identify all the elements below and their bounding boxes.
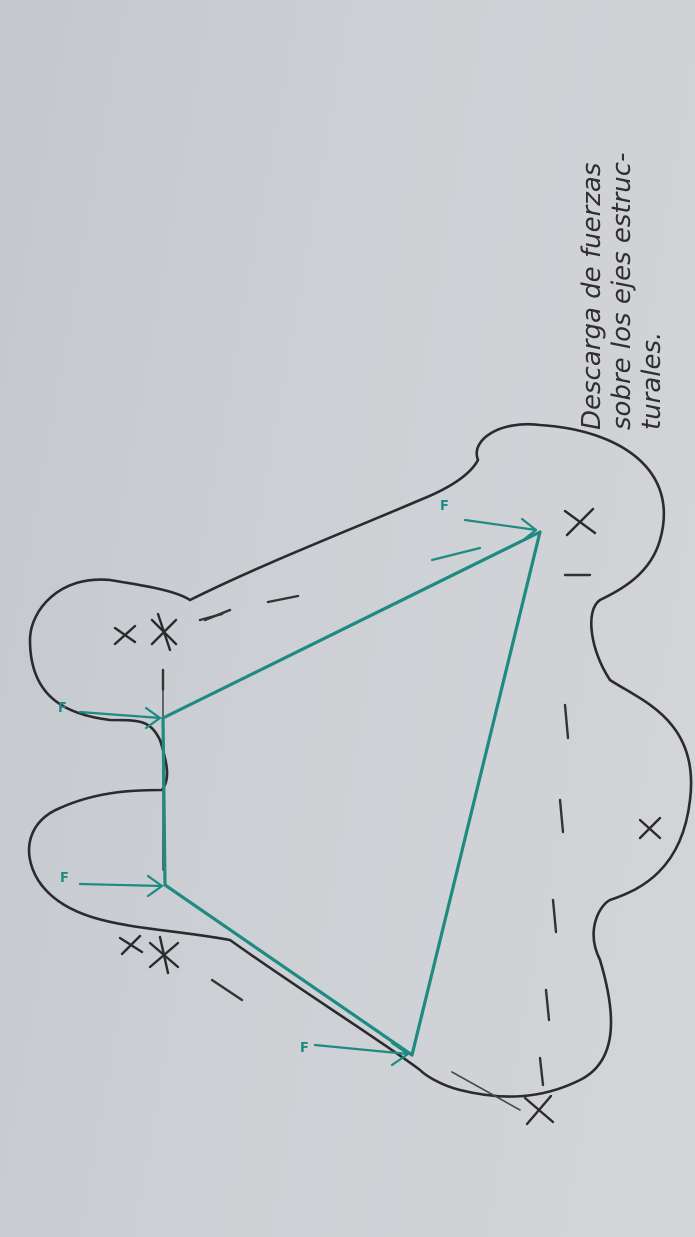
note-line-2: sobre los ejes estruc- <box>607 153 637 430</box>
triangle-edge-top <box>161 530 542 720</box>
force-label-4: F <box>440 499 449 514</box>
column-x-left <box>118 934 180 975</box>
note-line-1: Descarga de fuerzas <box>577 163 607 430</box>
column-x-center <box>638 816 662 840</box>
force-label-2: F <box>60 871 69 886</box>
force-arrow-right: F <box>430 499 538 562</box>
triangle-edge-upright <box>161 716 167 887</box>
triangle-edge-right <box>410 530 542 1057</box>
force-triangle <box>161 530 542 1057</box>
structure-outline <box>27 422 693 1098</box>
triangle-edge-left <box>163 883 414 1057</box>
force-label-1: F <box>58 701 67 716</box>
column-markers <box>113 507 662 1126</box>
force-arrow-top: F <box>58 701 162 730</box>
force-arrows: F F F F <box>58 499 538 1067</box>
annotation-note: Descarga de fuerzas sobre los ejes estru… <box>577 153 667 430</box>
note-line-3: turales. <box>637 332 667 430</box>
force-arrow-left: F <box>60 871 164 898</box>
force-arrow-bottom: F <box>300 1041 410 1067</box>
column-x-bottom <box>523 1094 555 1126</box>
column-x-right <box>563 507 597 537</box>
column-x-top <box>113 612 178 652</box>
force-label-3: F <box>300 1041 309 1056</box>
